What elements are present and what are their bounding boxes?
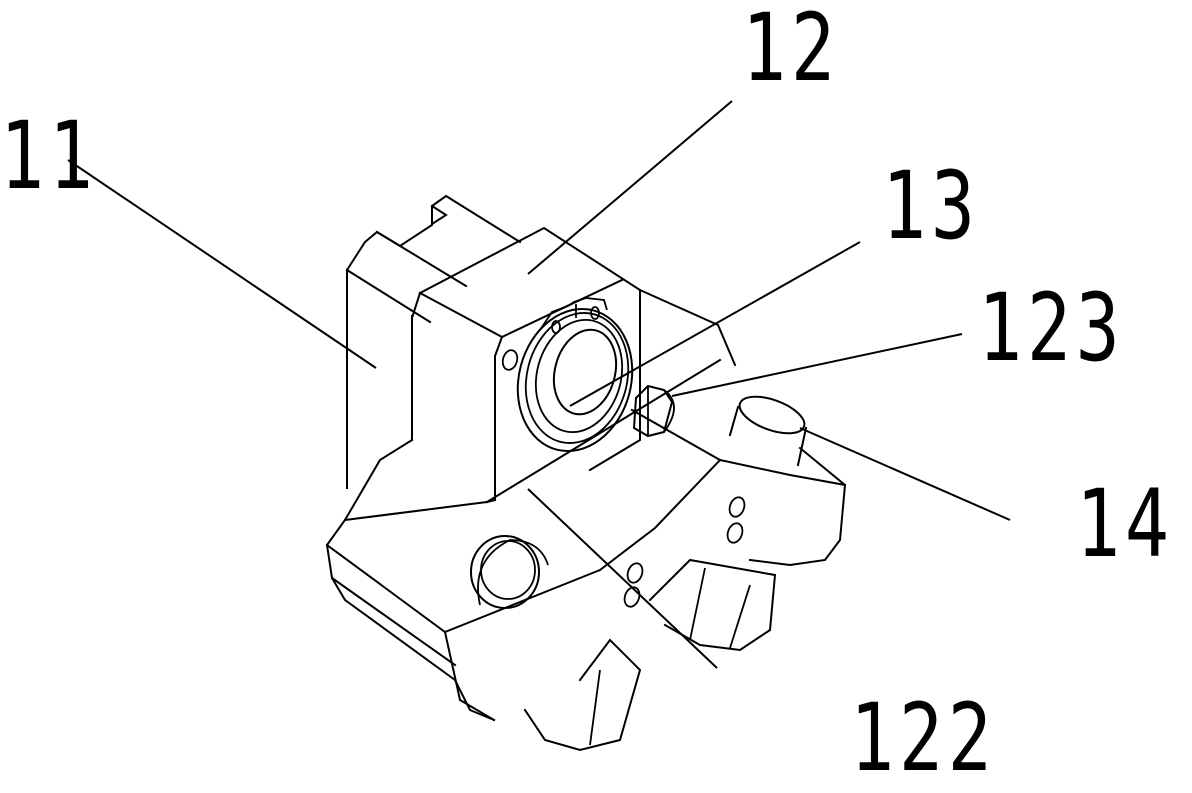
label-12: 12 xyxy=(742,0,840,103)
leader-123 xyxy=(671,333,963,397)
label-11: 11 xyxy=(0,102,98,211)
bearing-housing-block xyxy=(411,226,641,504)
technical-drawing xyxy=(67,100,1011,752)
cylindrical-boss xyxy=(728,395,808,467)
lower-arm-block xyxy=(325,288,847,752)
leader-11 xyxy=(67,159,377,369)
leader-lines xyxy=(67,100,1011,669)
label-123: 123 xyxy=(978,274,1125,383)
label-14: 14 xyxy=(1076,470,1174,579)
leader-12 xyxy=(527,100,733,275)
label-13: 13 xyxy=(882,152,980,261)
leader-13 xyxy=(569,241,861,407)
leader-122 xyxy=(527,488,718,669)
leader-14 xyxy=(799,427,1011,521)
label-122: 122 xyxy=(850,684,997,793)
